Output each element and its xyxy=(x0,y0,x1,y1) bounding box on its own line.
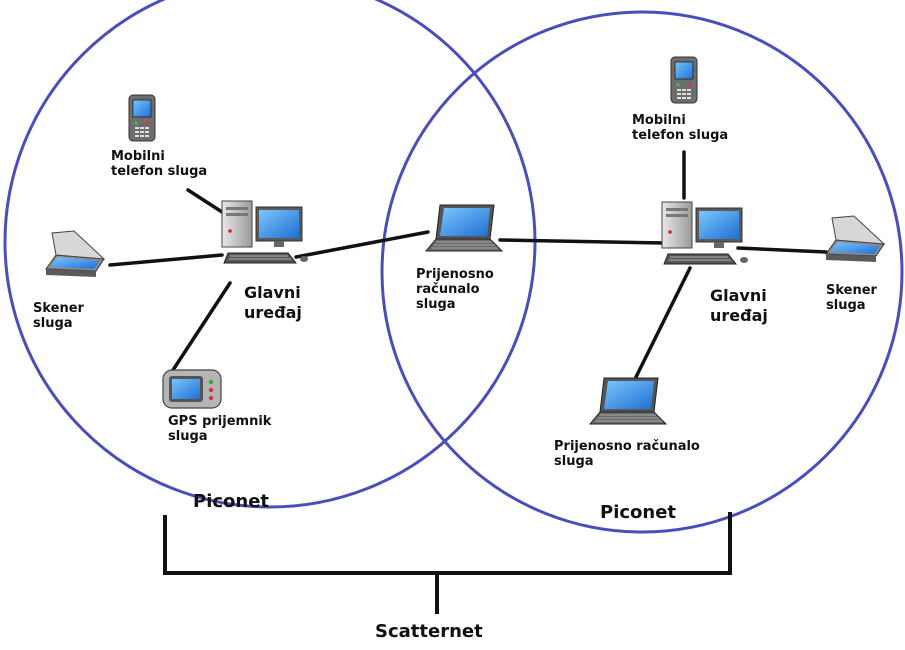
shared-laptop-label: Prijenosno računalo sluga xyxy=(416,267,494,312)
right-desktop-computer-icon xyxy=(661,201,749,265)
right-laptop-label: Prijenosno računalo sluga xyxy=(554,439,700,469)
link-right-master-scanner xyxy=(736,246,828,254)
link-left-master-scanner xyxy=(108,253,224,267)
right-phone-icon xyxy=(670,56,698,104)
connection-links xyxy=(108,150,828,379)
right-piconet-label: Piconet xyxy=(600,502,677,523)
left-desktop-computer-icon xyxy=(221,200,309,264)
link-left-master-phone xyxy=(186,188,224,214)
left-gps-label: GPS prijemnik sluga xyxy=(168,414,272,444)
right-master-label: Glavni uređaj xyxy=(710,286,768,325)
right-piconet-circle xyxy=(380,10,904,534)
left-phone-icon xyxy=(128,94,156,142)
left-master-label: Glavni uređaj xyxy=(244,283,302,322)
right-scanner-label: Skener sluga xyxy=(826,283,877,313)
scatternet-label: Scatternet xyxy=(375,621,483,642)
right-laptop-icon xyxy=(589,377,667,425)
link-left-master-gps xyxy=(171,281,232,372)
right-phone-label: Mobilni telefon sluga xyxy=(632,113,729,143)
shared-laptop-icon xyxy=(425,204,503,252)
left-phone-label: Mobilni telefon sluga xyxy=(111,149,208,179)
link-right-master-laptop xyxy=(634,266,692,379)
scatternet-bracket xyxy=(163,512,732,614)
link-laptop-right-master xyxy=(498,238,666,245)
left-piconet-label: Piconet xyxy=(193,491,270,512)
link-left-master-laptop xyxy=(294,230,430,259)
left-scanner-label: Skener sluga xyxy=(33,301,84,331)
right-scanner-icon xyxy=(825,215,885,263)
left-scanner-icon xyxy=(45,230,105,278)
left-gps-receiver-icon xyxy=(162,369,222,409)
